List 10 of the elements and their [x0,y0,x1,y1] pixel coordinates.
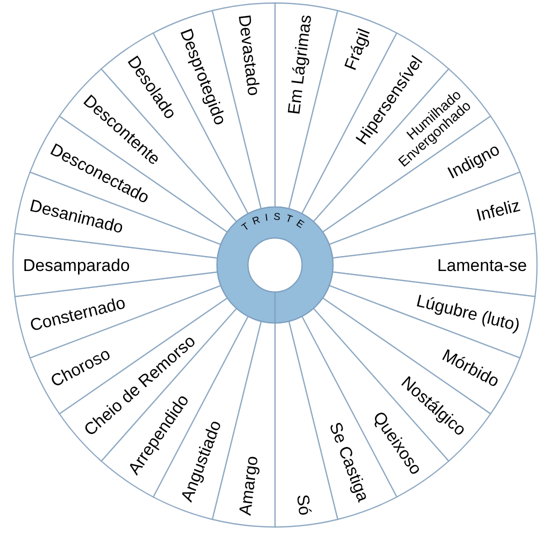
segment-label: Só [293,493,314,516]
segment-label: Desamparado [23,256,130,275]
ring-label: TRISTE [240,212,310,234]
segment-label: Se Castiga [326,420,373,504]
segment-label: Infeliz [474,196,522,225]
segment-label: Devastado [234,14,264,97]
segment-label: Lúgubre (luto) [414,291,522,335]
segment-label: Amargo [236,454,262,516]
segment-label: Em Lágrimas [284,14,316,116]
segment-label: Lamenta-se [437,256,527,275]
